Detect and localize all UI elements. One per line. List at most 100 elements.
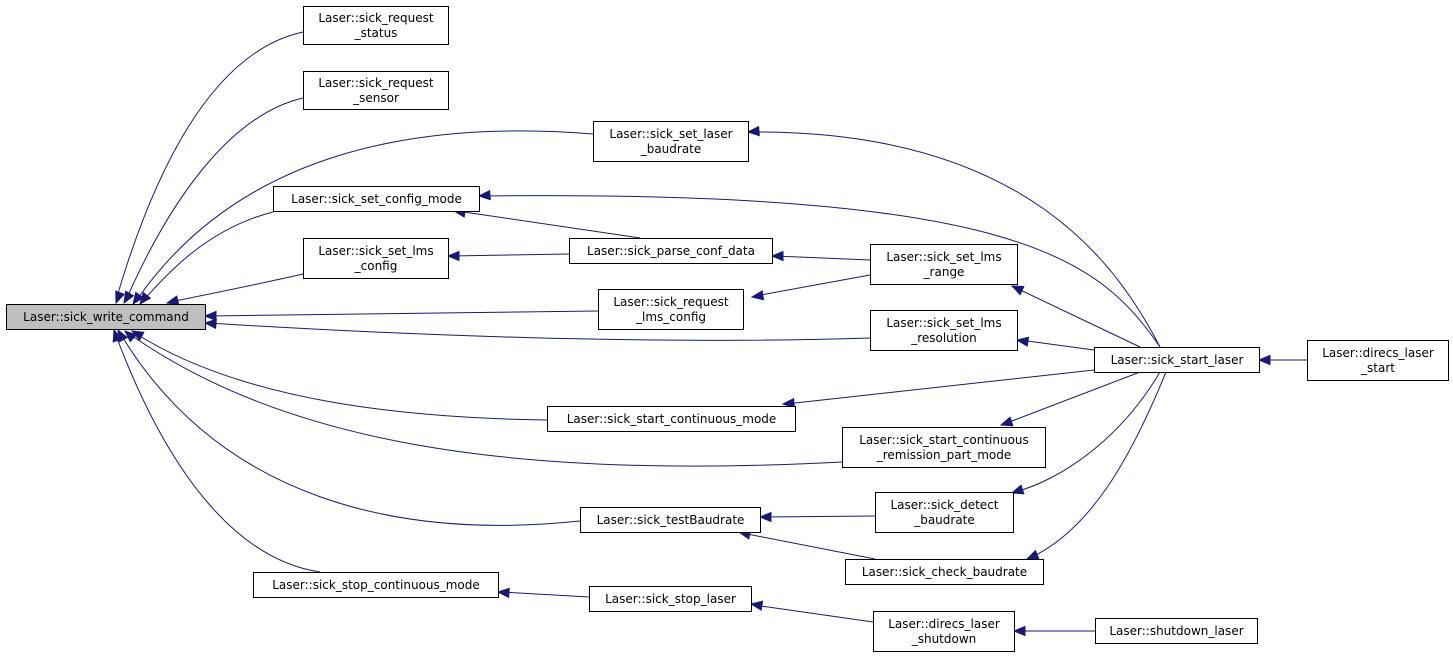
arrowhead-icon	[124, 330, 138, 343]
node-box	[580, 507, 761, 533]
edge-start-laser-to-check-baudrate	[1025, 371, 1167, 560]
node-box	[6, 304, 206, 330]
arrowhead-icon	[132, 291, 145, 306]
node-label: Laser::sick_stop_continuous_mode	[272, 578, 480, 592]
node-request-status[interactable]: Laser::sick_request_status	[303, 6, 449, 45]
node-label: Laser::sick_testBaudrate	[597, 513, 745, 527]
node-label: Laser::sick_start_continuous	[859, 433, 1029, 447]
edge-start-laser-to-set-lms-resolution	[1015, 336, 1095, 351]
node-label: Laser::sick_start_laser	[1111, 353, 1244, 367]
node-label: _range	[923, 265, 965, 279]
edge-stop-laser-to-stop-continuous-mode	[496, 587, 590, 599]
arrowhead-icon	[115, 290, 126, 305]
node-box	[253, 572, 499, 598]
arrowhead-icon	[203, 310, 217, 322]
node-box	[598, 289, 744, 330]
node-box	[870, 310, 1018, 351]
edge-start-laser-to-detect-baudrate	[1010, 371, 1161, 495]
arrowhead-icon	[770, 250, 784, 262]
node-box	[303, 71, 449, 110]
node-label: _config	[354, 259, 398, 273]
node-box	[842, 427, 1046, 468]
edge-request-lms-config-to-write-command	[203, 310, 599, 322]
edge-start-laser-to-set-laser-baudrate	[746, 125, 1161, 348]
node-label: Laser::sick_start_continuous_mode	[567, 412, 777, 426]
node-label: Laser::sick_parse_conf_data	[587, 244, 755, 258]
node-check-baudrate[interactable]: Laser::sick_check_baudrate	[845, 559, 1044, 585]
node-label: _resolution	[910, 331, 977, 345]
node-start-continuous-mode[interactable]: Laser::sick_start_continuous_mode	[547, 406, 796, 432]
node-shutdown-laser[interactable]: Laser::shutdown_laser	[1095, 618, 1258, 644]
node-label: _baudrate	[640, 142, 702, 156]
node-direcs-laser-shutdown[interactable]: Laser::direcs_laser_shutdown	[873, 611, 1015, 652]
node-detect-baudrate[interactable]: Laser::sick_detect_baudrate	[875, 492, 1014, 533]
arrowhead-icon	[165, 295, 180, 306]
arrowhead-icon	[746, 125, 760, 137]
node-write-command[interactable]: Laser::sick_write_command	[6, 304, 206, 330]
arrowhead-icon	[750, 290, 765, 301]
node-set-config-mode[interactable]: Laser::sick_set_config_mode	[273, 186, 480, 212]
edge-set-config-mode-to-write-command	[139, 211, 274, 306]
node-set-laser-baudrate[interactable]: Laser::sick_set_laser_baudrate	[593, 121, 749, 162]
node-box	[303, 238, 449, 279]
arrowhead-icon	[1025, 549, 1040, 560]
node-label: _lms_config	[635, 310, 706, 324]
node-box	[547, 406, 796, 432]
arrowhead-icon	[781, 397, 795, 409]
edge-start-laser-to-set-lms-range	[1010, 285, 1141, 348]
node-request-sensor[interactable]: Laser::sick_request_sensor	[303, 71, 449, 110]
node-label: _status	[354, 26, 398, 40]
node-set-lms-config[interactable]: Laser::sick_set_lms_config	[303, 238, 449, 279]
edge-start-laser-to-start-continuous-remission	[999, 371, 1141, 427]
node-direcs-laser-start[interactable]: Laser::direcs_laser_start	[1307, 340, 1449, 381]
nodes-layer: Laser::sick_write_command Laser::sick_req…	[6, 6, 1449, 652]
node-label: Laser::sick_request	[318, 76, 434, 90]
node-test-baudrate[interactable]: Laser::sick_testBaudrate	[580, 507, 761, 533]
arrowhead-icon	[1257, 354, 1271, 366]
node-label: _shutdown	[911, 632, 977, 646]
node-label: _start	[1360, 361, 1395, 375]
node-box	[589, 586, 752, 612]
edge-shutdown-laser-to-direcs-laser-shutdown	[1012, 625, 1095, 637]
node-box	[873, 611, 1015, 652]
node-box	[1095, 618, 1258, 644]
node-label: Laser::sick_set_lms	[886, 316, 1001, 330]
edge-parse-conf-data-to-set-config-mode	[452, 207, 641, 239]
node-label: Laser::sick_check_baudrate	[862, 565, 1027, 579]
node-start-laser[interactable]: Laser::sick_start_laser	[1094, 347, 1260, 373]
node-box	[875, 492, 1014, 533]
node-start-continuous-remission[interactable]: Laser::sick_start_continuous_remission_p…	[842, 427, 1046, 468]
node-label: Laser::sick_stop_laser	[605, 592, 736, 606]
edge-request-status-to-write-command	[115, 31, 304, 305]
node-request-lms-config[interactable]: Laser::sick_request_lms_config	[598, 289, 744, 330]
node-label: Laser::sick_set_laser	[609, 127, 732, 141]
edges-layer	[112, 31, 1307, 637]
node-label: Laser::sick_write_command	[23, 310, 189, 324]
node-box	[593, 121, 749, 162]
node-label: Laser::sick_set_lms	[318, 244, 433, 258]
arrowhead-icon	[1010, 285, 1025, 296]
arrowhead-icon	[1015, 336, 1030, 347]
edge-request-sensor-to-write-command	[123, 97, 304, 305]
node-label: Laser::direcs_laser	[1322, 346, 1434, 360]
node-set-lms-range[interactable]: Laser::sick_set_lms_range	[870, 244, 1018, 285]
node-stop-continuous-mode[interactable]: Laser::sick_stop_continuous_mode	[253, 572, 499, 598]
node-label: Laser::shutdown_laser	[1109, 624, 1243, 638]
node-stop-laser[interactable]: Laser::sick_stop_laser	[589, 586, 752, 612]
edge-start-laser-to-start-continuous-mode	[781, 369, 1095, 409]
arrowhead-icon	[1010, 484, 1025, 495]
arrowhead-icon	[123, 290, 135, 305]
node-parse-conf-data[interactable]: Laser::sick_parse_conf_data	[569, 238, 773, 264]
arrowhead-icon	[203, 318, 217, 330]
arrowhead-icon	[999, 416, 1014, 427]
arrowhead-icon	[112, 328, 123, 343]
arrowhead-icon	[139, 291, 152, 306]
edge-detect-baudrate-to-test-baudrate	[758, 511, 876, 523]
node-label: _sensor	[352, 91, 399, 105]
edge-start-laser-to-set-config-mode	[477, 189, 1161, 348]
edge-direcs-laser-shutdown-to-stop-laser	[749, 600, 874, 623]
node-set-lms-resolution[interactable]: Laser::sick_set_lms_resolution	[870, 310, 1018, 351]
node-label: Laser::sick_set_config_mode	[291, 192, 462, 206]
edge-start-continuous-mode-to-write-command	[130, 330, 548, 421]
arrowhead-icon	[749, 600, 764, 611]
